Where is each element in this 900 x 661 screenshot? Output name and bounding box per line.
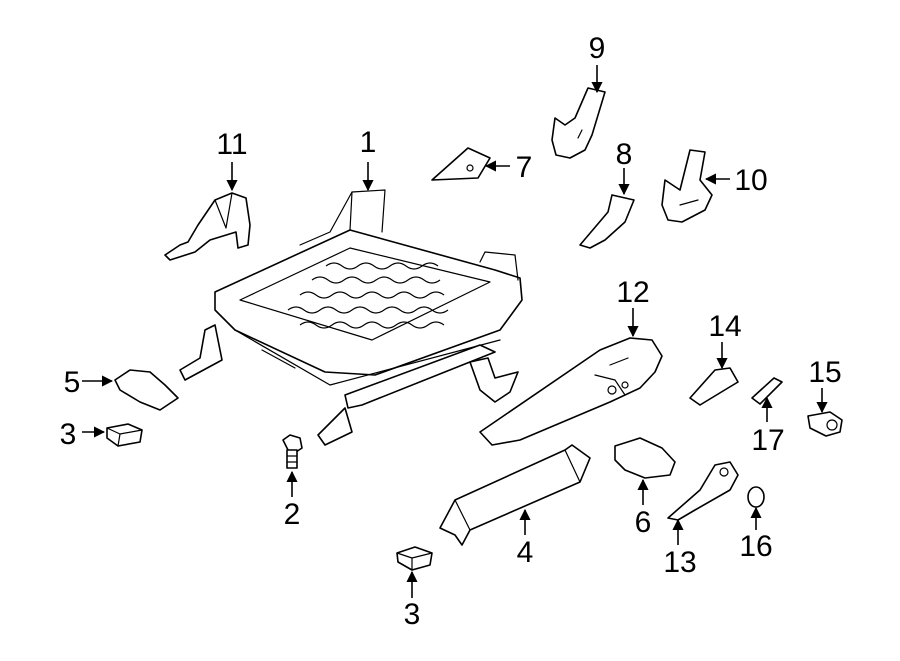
callout-16: 16 [739, 530, 772, 563]
part-12-side-shield [479, 337, 663, 446]
part-6-bracket [614, 437, 676, 479]
callout-17: 17 [751, 424, 784, 457]
part-2-bolt [282, 434, 303, 469]
callout-labels: 1 2 3 3 4 5 6 7 8 9 10 11 12 13 14 15 16… [60, 32, 842, 631]
part-15-bolt [807, 411, 843, 437]
leader-lines [82, 65, 828, 598]
part-5-bracket [114, 369, 179, 411]
part-3-pad-upper [106, 423, 143, 447]
callout-12: 12 [616, 276, 649, 309]
callout-4: 4 [517, 536, 534, 569]
callout-3-upper: 3 [60, 418, 77, 451]
seat-springs [287, 262, 449, 329]
callout-15: 15 [808, 356, 841, 389]
part-8-trim [579, 194, 635, 249]
callout-3-lower: 3 [404, 598, 421, 631]
callout-14: 14 [708, 310, 741, 343]
part-9-bracket [551, 87, 606, 159]
callout-13: 13 [663, 546, 696, 579]
part-11-side-cover [164, 192, 251, 261]
callout-2: 2 [284, 498, 301, 531]
callout-9: 9 [589, 32, 606, 65]
callout-10: 10 [734, 164, 767, 197]
part-14-lever [689, 367, 739, 406]
callout-1: 1 [360, 126, 377, 159]
callout-6: 6 [635, 506, 652, 539]
callout-8: 8 [616, 138, 633, 171]
callout-5: 5 [64, 366, 81, 399]
callout-7: 7 [516, 151, 533, 184]
part-10-bracket [661, 149, 713, 223]
part-16-washer [747, 486, 765, 508]
part-3-pad-lower [396, 546, 433, 571]
part-1-seat-frame [179, 189, 523, 446]
callout-11: 11 [216, 128, 247, 161]
part-13-link-arm [667, 461, 739, 521]
part-17-clip [751, 377, 783, 405]
part-7-plate [431, 147, 491, 181]
part-4-track-cover [439, 444, 591, 546]
